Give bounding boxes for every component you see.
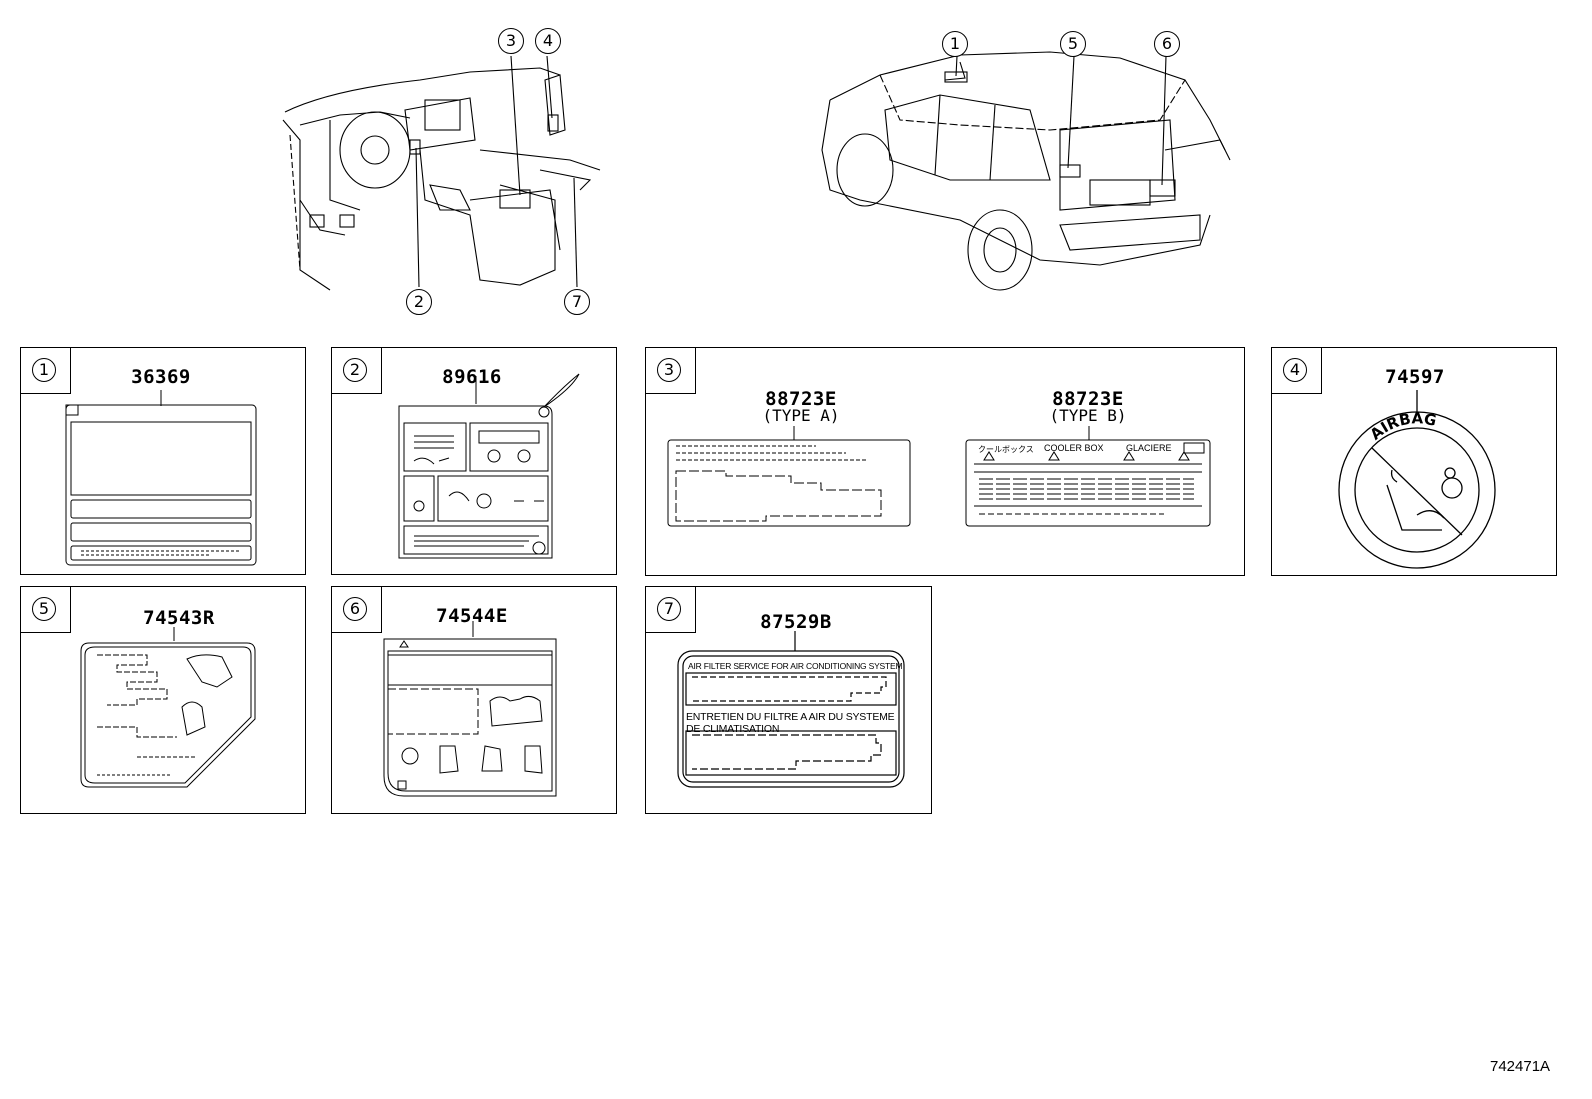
type-a-label: (TYPE A) xyxy=(762,406,840,425)
cooler-box-jp: クールボックス xyxy=(978,445,1034,454)
part-number-type-b: 88723E xyxy=(1052,388,1124,410)
panel-number: 6 xyxy=(343,597,367,621)
panel-number: 2 xyxy=(343,358,367,382)
panel-number-tab: 3 xyxy=(646,348,696,394)
panel-number-tab: 6 xyxy=(332,587,382,633)
panel-number: 5 xyxy=(32,597,56,621)
exterior-vehicle-illustration xyxy=(821,51,1231,291)
part-number: 74544E xyxy=(436,605,508,627)
panel-number-tab: 4 xyxy=(1272,348,1322,394)
label-87529b-drawing xyxy=(677,631,905,788)
panel-4: 4 74597 AIRBAG xyxy=(1271,347,1557,576)
interior-dashboard-illustration xyxy=(282,55,601,291)
label-36369-drawing xyxy=(65,390,257,566)
airbag-warning-badge: AIRBAG xyxy=(1338,390,1496,569)
label-74544e-drawing xyxy=(383,621,557,797)
part-number: 74597 xyxy=(1385,366,1445,388)
ac-filter-title-fr-2: DE CLIMATISATION xyxy=(686,723,780,735)
panel-5: 5 74543R xyxy=(20,586,306,814)
part-number: 36369 xyxy=(131,366,191,388)
type-b-label: (TYPE B) xyxy=(1049,406,1127,425)
panel-2: 2 89616 xyxy=(331,347,617,575)
callout-6: 6 xyxy=(1154,31,1180,57)
diagram-reference-code: 742471A xyxy=(1490,1058,1551,1075)
callout-7: 7 xyxy=(564,289,590,315)
label-74543r-drawing xyxy=(80,627,256,788)
ac-filter-title-en: AIR FILTER SERVICE FOR AIR CONDITIONING … xyxy=(688,661,903,671)
panel-number-tab: 7 xyxy=(646,587,696,633)
airbag-text: AIRBAG xyxy=(1367,409,1439,443)
callout-3: 3 xyxy=(498,28,524,54)
panel-3: 3 88723E (TYPE A) 88723E (TYPE B) xyxy=(645,347,1245,576)
cooler-box-fr: GLACIERE xyxy=(1126,443,1172,453)
part-number: 87529B xyxy=(760,611,832,633)
part-number: 74543R xyxy=(143,607,215,629)
ac-filter-title-fr-1: ENTRETIEN DU FILTRE A AIR DU SYSTEME xyxy=(686,711,895,723)
panel-number-tab: 2 xyxy=(332,348,382,394)
panel-number-tab: 5 xyxy=(21,587,71,633)
part-number: 89616 xyxy=(442,366,502,388)
panel-number: 1 xyxy=(32,358,56,382)
label-88723e-type-a-drawing xyxy=(667,426,911,527)
callout-2: 2 xyxy=(406,289,432,315)
callout-4: 4 xyxy=(535,28,561,54)
svg-text:AIRBAG: AIRBAG xyxy=(1367,409,1439,443)
callout-5: 5 xyxy=(1060,31,1086,57)
panel-number-tab: 1 xyxy=(21,348,71,394)
label-88723e-type-b-drawing xyxy=(965,426,1211,527)
part-number-type-a: 88723E xyxy=(765,388,837,410)
callout-1: 1 xyxy=(942,31,968,57)
panel-7: 7 87529B AIR FILTER SERVICE FOR AIR COND… xyxy=(645,586,932,814)
panel-6: 6 74544E xyxy=(331,586,617,814)
panel-number: 4 xyxy=(1283,358,1307,382)
panel-1: 1 36369 xyxy=(20,347,306,575)
label-89616-drawing xyxy=(398,373,580,559)
panel-number: 3 xyxy=(657,358,681,382)
cooler-box-en: COOLER BOX xyxy=(1044,443,1104,453)
panel-number: 7 xyxy=(657,597,681,621)
